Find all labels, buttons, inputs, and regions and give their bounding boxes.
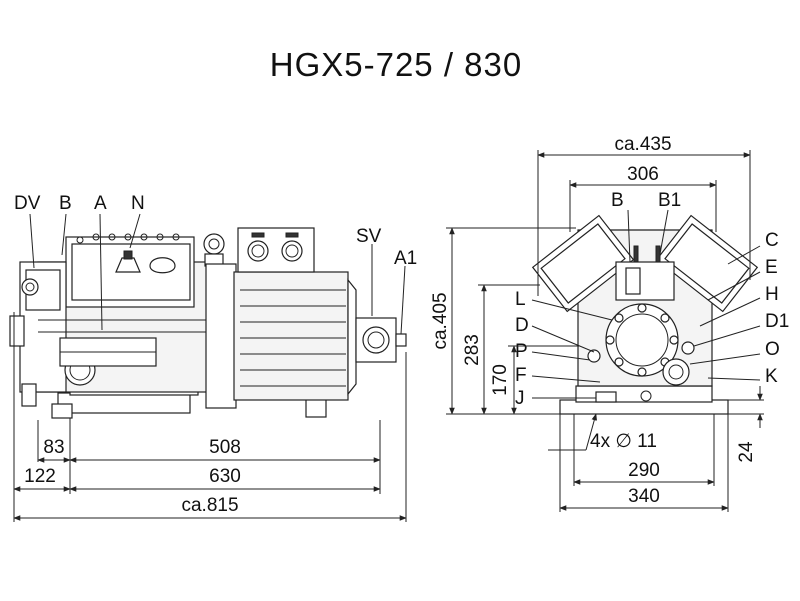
- label-j: J: [515, 388, 525, 409]
- end-view: B B1 C E H D1 O K L D P F J ca.435 306: [430, 134, 789, 512]
- drawing-title: HGX5-725 / 830: [270, 46, 522, 83]
- label-b-side: B: [59, 193, 72, 214]
- label-sv: SV: [356, 226, 382, 247]
- dim-306: 306: [627, 164, 659, 185]
- label-d: D: [515, 315, 529, 336]
- dim-340: 340: [628, 486, 660, 507]
- label-a: A: [94, 193, 107, 214]
- label-e: E: [765, 257, 778, 278]
- dim-630: 630: [209, 466, 241, 487]
- label-n: N: [131, 193, 145, 214]
- dim-24: 24: [736, 441, 757, 463]
- label-d1: D1: [765, 311, 789, 332]
- dim-283: 283: [462, 334, 483, 366]
- label-b1: B1: [658, 190, 681, 211]
- label-o: O: [765, 339, 780, 360]
- label-dv: DV: [14, 193, 41, 214]
- label-l: L: [515, 289, 526, 310]
- dim-170: 170: [490, 364, 511, 396]
- label-b-end: B: [611, 190, 624, 211]
- label-k: K: [765, 366, 778, 387]
- dim-290: 290: [628, 460, 660, 481]
- label-h: H: [765, 284, 779, 305]
- label-a1: A1: [394, 248, 417, 269]
- dim-508: 508: [209, 437, 241, 458]
- dim-122: 122: [24, 466, 56, 487]
- label-c: C: [765, 230, 779, 251]
- side-view: DV B A N SV A1 83 508 122 630 ca.815: [9, 193, 417, 522]
- dim-405: ca.405: [430, 292, 451, 349]
- dim-815: ca.815: [181, 495, 238, 516]
- label-f: F: [515, 365, 527, 386]
- dim-83: 83: [43, 437, 64, 458]
- label-p: P: [515, 341, 528, 362]
- dim-435: ca.435: [614, 134, 671, 155]
- dim-holes: 4x ∅ 11: [590, 431, 657, 452]
